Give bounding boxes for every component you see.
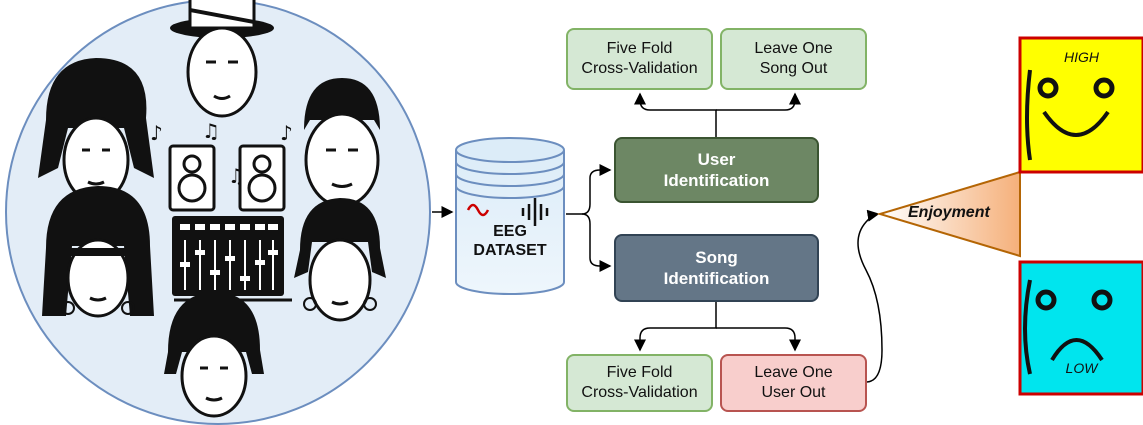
svg-text:♪: ♪ (150, 121, 163, 145)
waveform-icon (466, 203, 490, 217)
enjoyment-triangle (876, 170, 1021, 258)
arrow-user-to-fivefold (634, 92, 717, 137)
arrow-user-to-leaveone (716, 92, 801, 111)
face-icon-hat (170, 0, 274, 118)
dataset-label: EEG DATASET (462, 222, 558, 260)
song-fivefold-box: Five Fold Cross-Validation (566, 354, 713, 412)
happy-face-icon (1018, 36, 1143, 174)
dataset-line2: DATASET (473, 242, 547, 260)
face-icon-left-bottom (42, 186, 154, 318)
low-label: LOW (1065, 360, 1098, 376)
audio-bars-icon (521, 198, 549, 226)
arrow-to-song-id (581, 213, 612, 272)
arrow-song-to-leaveone (716, 327, 801, 352)
svg-text:♫: ♫ (202, 119, 220, 143)
user-fivefold-box: Five Fold Cross-Validation (566, 28, 713, 90)
face-icon-left-top (38, 58, 154, 204)
dataset-cylinder (455, 137, 565, 295)
arrow-song-to-fivefold (634, 302, 717, 352)
dataset-line1: EEG (493, 223, 527, 240)
speaker-icon-right (238, 144, 286, 212)
arrow-to-enjoyment (857, 209, 883, 383)
song-leave-one-user-box: Leave One User Out (720, 354, 867, 412)
arrow-to-user-id (566, 164, 612, 215)
song-identification-box: Song Identification (614, 234, 819, 302)
face-icon-bottom (164, 292, 264, 418)
svg-text:♪: ♪ (280, 121, 293, 145)
face-icon-right-top (304, 78, 380, 208)
sad-face-icon (1018, 260, 1143, 396)
enjoyment-label: Enjoyment (908, 204, 990, 221)
high-label: HIGH (1064, 49, 1099, 65)
mixer-icon (172, 216, 292, 302)
speaker-icon-left (168, 144, 216, 212)
user-identification-box: User Identification (614, 137, 819, 203)
user-leave-one-song-box: Leave One Song Out (720, 28, 867, 90)
face-icon-right-bottom (294, 198, 386, 322)
